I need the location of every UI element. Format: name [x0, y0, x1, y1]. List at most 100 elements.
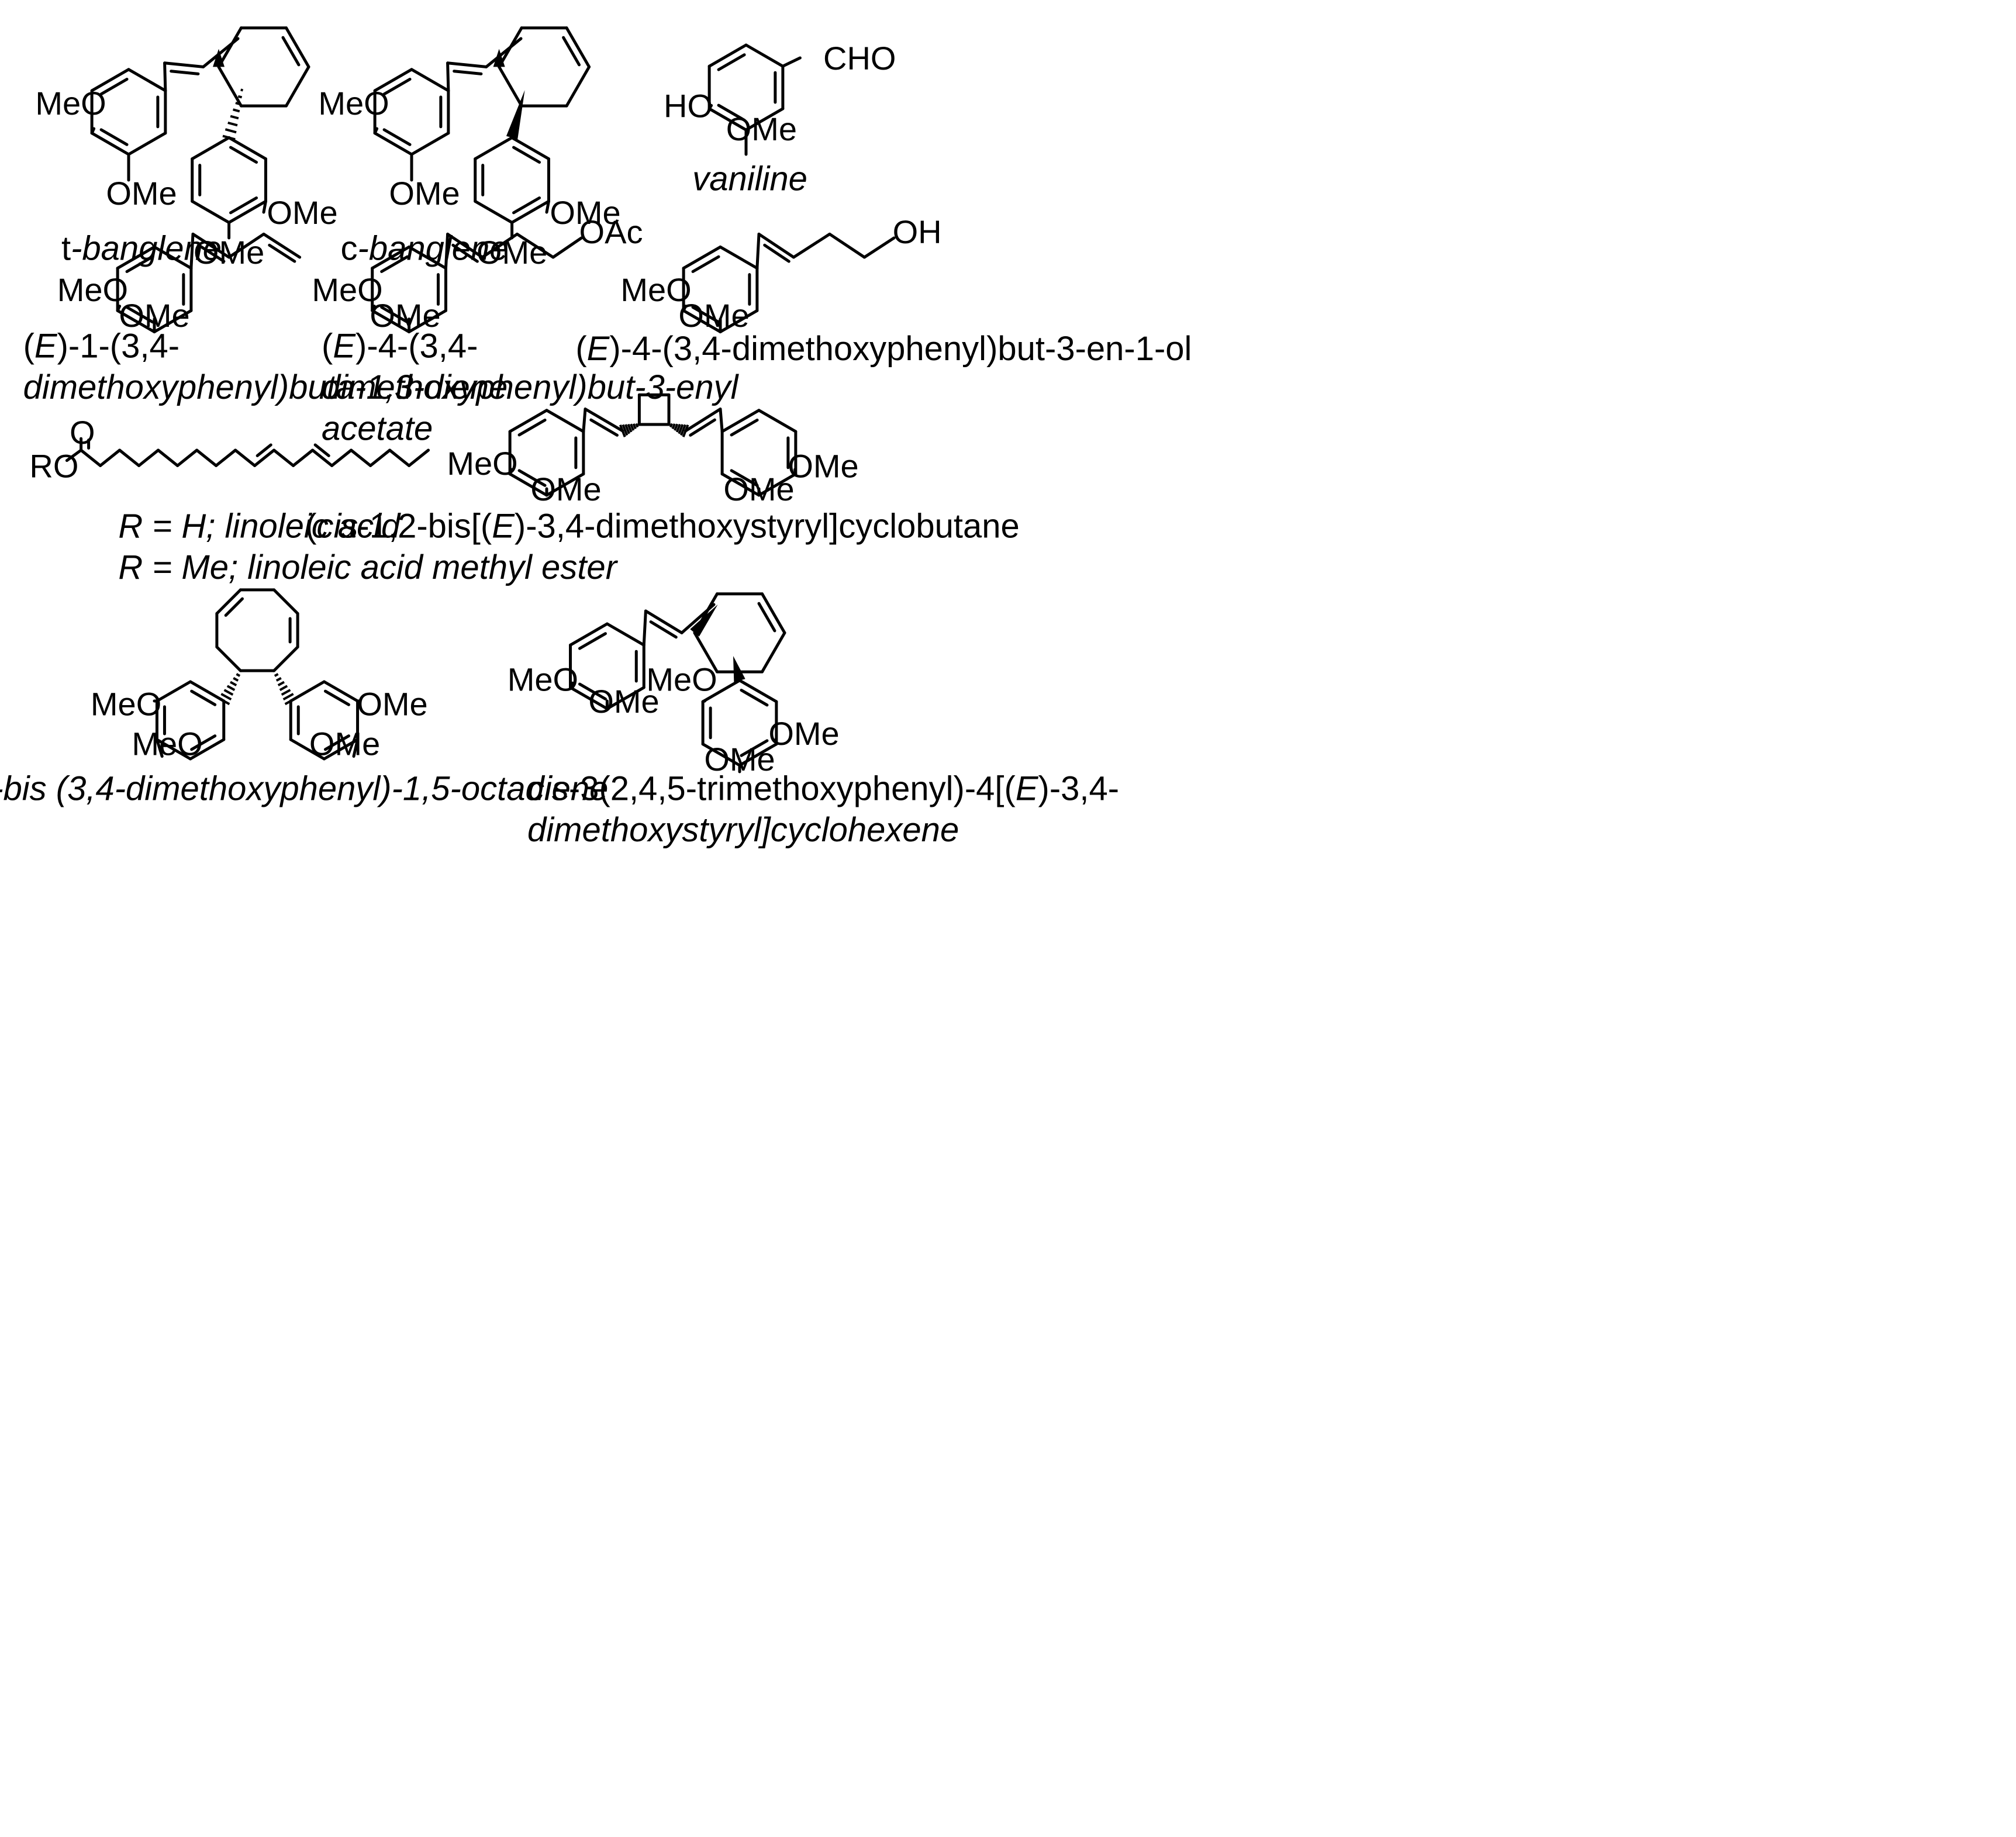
structure-cyclohexene: MeOOMeMeOOMeOMecis-3(2,4,5-trimethoxyphe… [508, 592, 1119, 849]
double-bond [163, 61, 205, 68]
bond [118, 448, 141, 467]
caption-c2: c-banglene [341, 229, 509, 267]
double-bond [644, 609, 683, 634]
atom-label-ome: OMe [678, 297, 749, 334]
aromatic-bond [701, 743, 741, 767]
double-bond-inner [229, 196, 258, 215]
double-bond-inner [730, 469, 759, 487]
atom-label-ome: OMe [723, 471, 794, 507]
aromatic-bond [707, 43, 748, 68]
aromatic-bond [191, 199, 231, 225]
bond [80, 448, 102, 467]
atom-label-meo: MeO [57, 271, 128, 308]
wedge-bond [690, 605, 718, 637]
bond [234, 448, 257, 467]
bond [227, 232, 265, 259]
aromatic-bond [508, 409, 548, 433]
bond [292, 448, 315, 467]
double-bond-inner [730, 419, 759, 437]
caption-c6: (E)-4-(3,4-dimethoxyphenyl)but-3-en-1-ol [575, 330, 1192, 368]
bond [217, 26, 243, 68]
aromatic-bond [322, 738, 360, 761]
aromatic-bond [373, 132, 413, 156]
double-bond-inner [170, 70, 200, 75]
atom-label-ome: OMe [588, 683, 659, 720]
atom-label-meo: MeO [312, 271, 382, 308]
aromatic-bond [738, 743, 778, 767]
atom-label-ro: RO [29, 447, 78, 484]
structure-butadiene: MeOOMe(E)-1-(3,4-dimethoxyphenyl)buta-1,… [23, 232, 508, 406]
atom-label-ome: OMe [119, 297, 189, 334]
bond [582, 408, 587, 433]
caption-c4: (E)-1-(3,4-dimethoxyphenyl)buta-1,3-dien… [23, 327, 508, 406]
aromatic-bond [508, 472, 548, 497]
atom-label-ome: OMe [726, 111, 797, 147]
aromatic-bond [682, 245, 722, 270]
bond [272, 645, 299, 672]
structure-acetate: MeOOMeOAc(E)-4-(3,4-dimethoxyphenyl)but-… [312, 213, 739, 447]
caption-line: cis-3(2,4,5-trimethoxyphenyl)-4[(E)-3,4- [527, 769, 1119, 807]
caption-c9: 3,4-bis (3,4-dimethoxyphenyl)-1,5-octadi… [0, 769, 608, 807]
aromatic-bond [155, 680, 192, 703]
caption-c8: (cis-1,2-bis[(E)-3,4-dimethoxystyryl]cyc… [305, 507, 1020, 545]
double-bond-inner [125, 305, 154, 324]
aromatic-bond [757, 472, 798, 497]
atom-label-ome: OMe [106, 175, 177, 212]
bond [828, 232, 866, 259]
double-bond-inner [578, 682, 607, 700]
bond [693, 631, 719, 674]
double-bond-inner [197, 243, 226, 263]
caption-line: (E)-4-(3,4-dimethoxyphenyl)but-3-en-1-ol [575, 330, 1192, 368]
double-bond-inner [382, 128, 412, 146]
atom-label-meo: MeO [132, 726, 202, 762]
double-bond-inner [578, 632, 607, 650]
aromatic-bond [371, 245, 411, 270]
bond [137, 448, 160, 467]
atom-label-ome: OMe [267, 194, 337, 231]
double-bond-inner [691, 255, 720, 274]
bond [176, 448, 199, 467]
atom-label-ome: OMe [704, 741, 775, 778]
double-bond-inner [453, 70, 483, 75]
aromatic-bond [707, 107, 748, 132]
aromatic-bond [227, 136, 267, 161]
atom-label-meo: MeO [318, 85, 389, 122]
aromatic-bond [191, 136, 231, 161]
caption-line: (E)-1-(3,4- [23, 327, 179, 365]
bond [195, 448, 218, 467]
bond [781, 56, 802, 68]
aromatic-bond [153, 309, 193, 334]
double-bond [446, 232, 484, 259]
double-bond-inner [717, 103, 746, 122]
atom-label-ome: OMe [357, 685, 427, 722]
bond [682, 305, 688, 312]
double-bond [253, 448, 276, 467]
double-bond-inner [740, 739, 769, 757]
double-bond [446, 61, 488, 68]
double-bond-inner [757, 602, 776, 633]
aromatic-bond [682, 309, 722, 334]
bond [371, 305, 376, 312]
hashed-bond [667, 423, 689, 437]
aromatic-bond [605, 686, 645, 710]
aromatic-bond [510, 136, 550, 161]
aromatic-bond [127, 68, 167, 92]
aromatic-bond [127, 132, 167, 156]
double-bond [191, 232, 231, 259]
aromatic-bond [744, 43, 785, 68]
aromatic-bond [545, 472, 585, 497]
hashed-bond [619, 423, 641, 437]
bond [701, 699, 707, 703]
aromatic-bond [371, 309, 411, 334]
bond [707, 103, 713, 111]
aromatic-bond [474, 136, 514, 161]
bond [515, 232, 555, 259]
bond [498, 26, 523, 68]
double-bond-inner [649, 620, 678, 639]
double-bond-inner [562, 36, 581, 67]
wedge-bond [506, 90, 525, 140]
